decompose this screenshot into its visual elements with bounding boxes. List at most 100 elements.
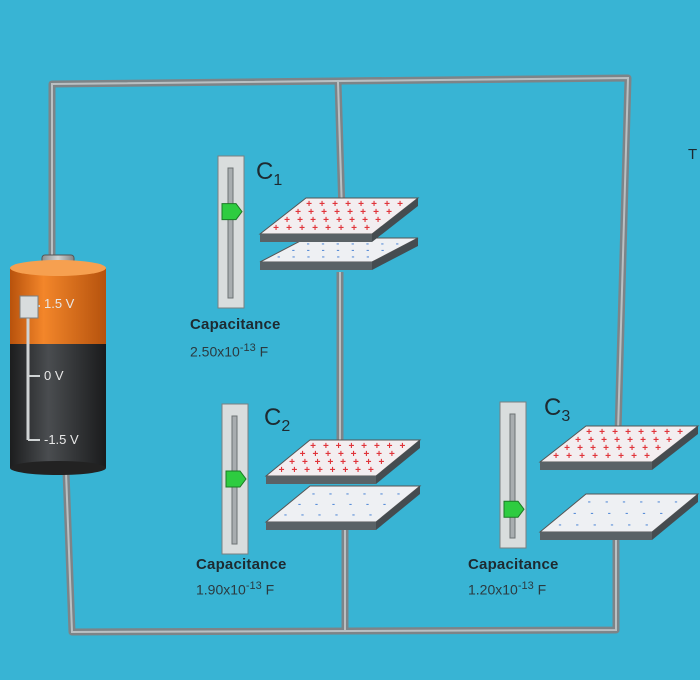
positive-charge: +: [368, 465, 374, 476]
c1-bottom-plate[interactable]: ---------------------: [259, 237, 419, 270]
negative-charge: -: [352, 252, 355, 262]
positive-charge: +: [345, 199, 351, 210]
negative-charge: -: [380, 488, 383, 498]
positive-charge: +: [364, 223, 370, 234]
positive-charge: +: [577, 443, 583, 454]
positive-charge: +: [399, 441, 405, 452]
positive-charge: +: [651, 427, 657, 438]
c3-top-plate[interactable]: ++++++++++++++++++++++++++++++++: [538, 425, 700, 470]
positive-charge: +: [358, 199, 364, 210]
negative-charge: -: [352, 510, 355, 520]
positive-charge: +: [666, 435, 672, 446]
negative-charge: -: [591, 508, 594, 518]
positive-charge: +: [601, 435, 607, 446]
positive-charge: +: [655, 443, 661, 454]
positive-charge: +: [575, 435, 581, 446]
negative-charge: -: [366, 245, 369, 255]
negative-charge: -: [307, 252, 310, 262]
c3-bottom-plate[interactable]: ------------------: [538, 493, 700, 540]
positive-charge: +: [386, 207, 392, 218]
negative-charge: -: [605, 497, 608, 507]
positive-charge: +: [366, 457, 372, 468]
positive-charge: +: [653, 435, 659, 446]
positive-charge: +: [375, 215, 381, 226]
negative-charge: -: [381, 245, 384, 255]
positive-charge: +: [566, 451, 572, 462]
positive-charge: +: [355, 465, 361, 476]
positive-charge: +: [351, 223, 357, 234]
battery-voltage-slider-handle[interactable]: [19, 295, 39, 319]
negative-charge: -: [383, 499, 386, 509]
positive-charge: +: [353, 457, 359, 468]
positive-charge: +: [361, 441, 367, 452]
c3-name: C3: [544, 394, 571, 425]
positive-charge: +: [330, 465, 336, 476]
positive-charge: +: [553, 451, 559, 462]
battery: [10, 254, 106, 475]
negative-charge: -: [593, 519, 596, 529]
positive-charge: +: [319, 199, 325, 210]
positive-charge: +: [631, 451, 637, 462]
negative-charge: -: [643, 508, 646, 518]
positive-charge: +: [315, 457, 321, 468]
c2-top-plate[interactable]: ++++++++++++++++++++++++++++++++: [264, 439, 422, 484]
positive-charge: +: [338, 223, 344, 234]
negative-charge: -: [660, 508, 663, 518]
c1-slider[interactable]: [217, 155, 245, 309]
positive-charge: +: [627, 435, 633, 446]
negative-charge: -: [312, 488, 315, 498]
positive-charge: +: [579, 451, 585, 462]
c1-slider-knob[interactable]: [221, 203, 243, 221]
negative-charge: -: [611, 519, 614, 529]
positive-charge: +: [299, 223, 305, 234]
negative-charge: -: [329, 488, 332, 498]
positive-charge: +: [371, 199, 377, 210]
positive-charge: +: [323, 215, 329, 226]
battery-label-zero: 0 V: [44, 368, 64, 383]
positive-charge: +: [325, 223, 331, 234]
positive-charge: +: [376, 449, 382, 460]
c2-name: C2: [264, 404, 291, 435]
negative-charge: -: [318, 510, 321, 520]
positive-charge: +: [397, 199, 403, 210]
positive-charge: +: [286, 223, 292, 234]
c2-slider[interactable]: [221, 403, 249, 555]
positive-charge: +: [302, 457, 308, 468]
positive-charge: +: [362, 215, 368, 226]
positive-charge: +: [291, 465, 297, 476]
negative-charge: -: [301, 510, 304, 520]
negative-charge: -: [369, 510, 372, 520]
c2-slider-knob[interactable]: [225, 470, 247, 488]
c1-top-plate[interactable]: ++++++++++++++++++++++++++++++++: [258, 197, 420, 242]
negative-charge: -: [322, 245, 325, 255]
positive-charge: +: [363, 449, 369, 460]
negative-charge: -: [307, 245, 310, 255]
capacitor-c1: --------------------- ++++++++++++++++++…: [217, 155, 420, 309]
negative-charge: -: [366, 499, 369, 509]
positive-charge: +: [327, 457, 333, 468]
positive-charge: +: [310, 441, 316, 452]
negative-charge: -: [559, 519, 562, 529]
positive-charge: +: [336, 441, 342, 452]
positive-charge: +: [642, 443, 648, 454]
negative-charge: -: [645, 519, 648, 529]
positive-charge: +: [612, 427, 618, 438]
positive-charge: +: [334, 207, 340, 218]
negative-charge: -: [335, 510, 338, 520]
c3-capacitance-label: Capacitance: [468, 556, 559, 573]
c2-capacitance-value: 1.90x10-13 F: [196, 580, 275, 598]
c3-slider-knob[interactable]: [503, 500, 525, 518]
negative-charge: -: [337, 245, 340, 255]
negative-charge: -: [628, 519, 631, 529]
negative-charge: -: [307, 238, 310, 248]
positive-charge: +: [618, 451, 624, 462]
positive-charge: +: [625, 427, 631, 438]
c2-bottom-plate[interactable]: ------------------: [264, 485, 422, 530]
positive-charge: +: [304, 465, 310, 476]
positive-charge: +: [312, 223, 318, 234]
c3-slider[interactable]: [499, 401, 527, 549]
positive-charge: +: [332, 199, 338, 210]
positive-charge: +: [378, 457, 384, 468]
positive-charge: +: [289, 457, 295, 468]
